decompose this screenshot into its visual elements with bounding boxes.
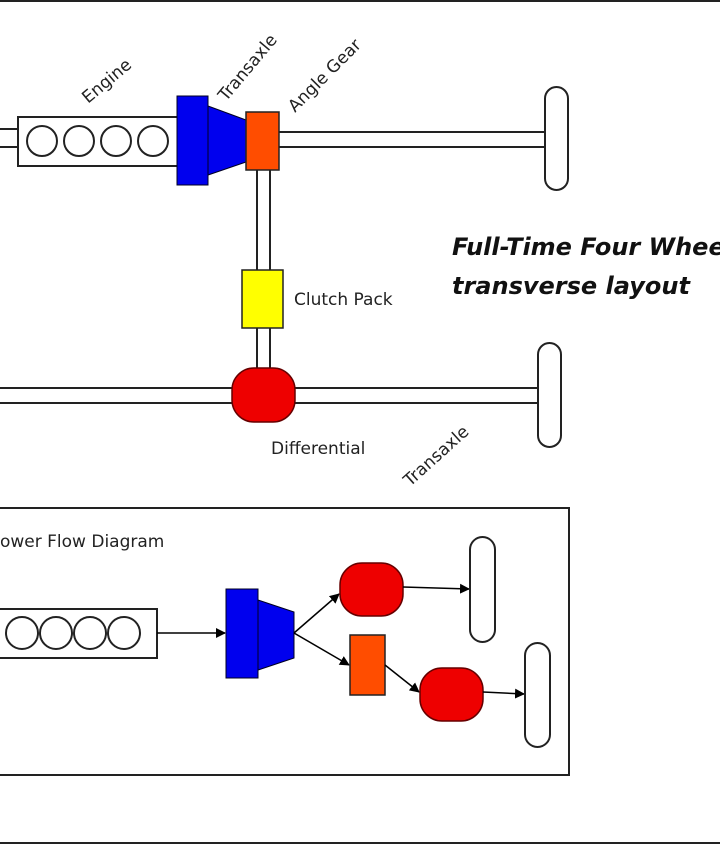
diagram-title-line1: Full-Time Four Whee <box>452 233 720 261</box>
pf-engine <box>0 608 158 659</box>
pf-rear-wheel <box>524 642 551 748</box>
front-axle-shaft-right <box>279 131 545 148</box>
arrow-to-rear-diff <box>384 664 420 693</box>
arrow-to-front-wheel <box>402 583 470 594</box>
cylinder <box>137 125 169 157</box>
rear-wheel <box>537 342 562 448</box>
arrow-to-rear-wheel <box>482 688 525 699</box>
differential <box>231 367 296 423</box>
front-axle-shaft-left <box>0 128 18 148</box>
transaxle <box>176 95 247 186</box>
angle-gear-label: Angle Gear <box>284 35 365 116</box>
pf-transaxle <box>225 588 295 679</box>
arrow-to-angle-gear <box>293 632 350 666</box>
engine <box>17 116 179 167</box>
clutch-pack <box>241 269 284 329</box>
front-wheel <box>544 86 569 191</box>
pf-front-wheel <box>469 536 496 643</box>
engine-label: Engine <box>78 55 135 108</box>
cylinder <box>73 616 107 650</box>
pf-angle-gear <box>349 634 386 696</box>
cylinder <box>39 616 73 650</box>
transaxle-label: Transaxle <box>214 31 282 106</box>
cylinder <box>5 616 39 650</box>
differential-label: Differential <box>271 439 365 459</box>
cylinder <box>26 125 58 157</box>
cylinder <box>100 125 132 157</box>
cylinder <box>63 125 95 157</box>
power-flow-title: ower Flow Diagram <box>0 532 164 552</box>
cylinder <box>107 616 141 650</box>
clutch-pack-label: Clutch Pack <box>294 290 393 310</box>
pf-rear-differential <box>419 667 484 722</box>
transaxle-bottom-label: Transaxle <box>399 422 473 491</box>
diagram-title-line2: transverse layout <box>452 272 691 300</box>
arrow-to-front-diff <box>293 593 340 634</box>
angle-gear <box>245 111 280 171</box>
pf-front-differential <box>339 562 404 617</box>
